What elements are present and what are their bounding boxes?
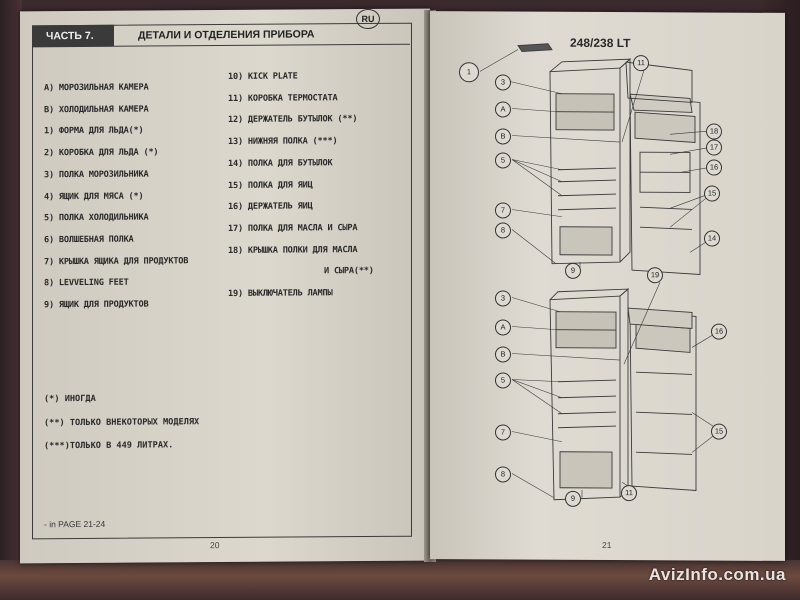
section-title: ДЕТАЛИ И ОТДЕЛЕНИЯ ПРИБОРА xyxy=(114,22,410,47)
parts-list-item: 17) ПОЛКА ДЛЯ МАСЛА И СЫРА xyxy=(228,222,358,234)
parts-list-item: 4) ЯЩИК ДЛЯ МЯСА (*) xyxy=(44,191,144,202)
parts-list-item: 13) НИЖНЯЯ ПОЛКА (***) xyxy=(228,136,338,148)
callout-17: 17 xyxy=(706,139,722,156)
parts-list-item: 15) ПОЛКА ДЛЯ ЯИЦ xyxy=(228,179,313,191)
ice-tray-shape xyxy=(517,43,553,53)
background-left xyxy=(0,0,22,600)
page-number-left: 20 xyxy=(210,540,220,551)
callout-5: 5 xyxy=(495,152,511,169)
parts-list-item: 6) ВОЛШЕБНАЯ ПОЛКА xyxy=(44,234,134,246)
callout-B: B xyxy=(495,128,511,145)
top-fridge-body xyxy=(549,67,621,265)
callout-3: 3 xyxy=(495,74,511,91)
footnote-item: (*) ИНОГДА xyxy=(44,393,96,405)
callout-1: 1 xyxy=(459,62,479,83)
callout-B: B xyxy=(495,346,511,363)
parts-list-item: 1) ФОРМА ДЛЯ ЛЬДА(*) xyxy=(44,125,144,137)
callout-15: 15 xyxy=(704,185,720,202)
callout-7: 7 xyxy=(495,424,511,441)
callout-16: 16 xyxy=(711,323,727,340)
parts-list-item: A) МОРОЗИЛЬНАЯ КАМЕРА xyxy=(44,82,149,94)
parts-list-item: 7) КРЫШКА ЯЩИКА ДЛЯ ПРОДУКТОВ xyxy=(44,255,189,267)
footnote-item: (***)ТОЛЬКО В 449 ЛИТРАХ. xyxy=(44,440,174,452)
callout-8: 8 xyxy=(495,222,511,239)
callout-11: 11 xyxy=(621,485,637,502)
callout-18: 18 xyxy=(706,123,722,140)
callout-A: A xyxy=(495,101,511,118)
page-number-right: 21 xyxy=(602,539,612,551)
callout-9: 9 xyxy=(565,262,581,279)
right-page: 248/238 LT xyxy=(430,11,785,561)
section-label: ЧАСТЬ 7. xyxy=(32,24,114,48)
callout-A: A xyxy=(495,319,511,336)
watermark: AvizInfo.com.ua xyxy=(648,565,786,584)
background-carpet xyxy=(0,560,800,600)
callout-8: 8 xyxy=(495,466,511,483)
parts-list-item: 3) ПОЛКА МОРОЗИЛЬНИКА xyxy=(44,169,149,181)
parts-list-item: 5) ПОЛКА ХОЛОДИЛЬНИКА xyxy=(44,212,149,224)
parts-list-item: 14) ПОЛКА ДЛЯ БУТЫЛОК xyxy=(228,158,333,169)
parts-list-item: B) ХОЛОДИЛЬНАЯ КАМЕРА xyxy=(44,104,149,115)
parts-list-item: И СЫРА(**) xyxy=(324,266,374,277)
parts-list-item: 16) ДЕРЖАТЕЛЬ ЯИЦ xyxy=(228,201,313,213)
parts-list-item: 10) KICK PLATE xyxy=(228,71,298,82)
callout-11: 11 xyxy=(633,55,649,72)
section-header: ЧАСТЬ 7. ДЕТАЛИ И ОТДЕЛЕНИЯ ПРИБОРА xyxy=(32,22,410,48)
callout-15: 15 xyxy=(711,423,727,440)
fridge-exploded-diagram xyxy=(479,43,721,501)
callout-3: 3 xyxy=(495,290,511,307)
callout-16: 16 xyxy=(706,159,722,176)
callout-19: 19 xyxy=(647,267,663,284)
footnote-item: (**) ТОЛЬКО ВНЕКОТОРЫХ МОДЕЛЯХ xyxy=(44,416,200,428)
parts-list-item: 9) ЯЩИК ДЛЯ ПРОДУКТОВ xyxy=(44,299,149,311)
parts-list-item: 2) КОРОБКА ДЛЯ ЛЬДА (*) xyxy=(44,147,159,159)
callout-9: 9 xyxy=(565,490,581,507)
parts-list-item: 12) ДЕРЖАТЕЛЬ БУТЫЛОК (**) xyxy=(228,114,358,126)
page-reference: - in PAGE 21-24 xyxy=(44,518,106,530)
callout-14: 14 xyxy=(704,230,720,247)
parts-list-item: 19) ВЫКЛЮЧАТЕЛЬ ЛАМПЫ xyxy=(228,288,333,299)
callout-5: 5 xyxy=(495,372,511,389)
parts-list-item: 8) LEVVELING FEET xyxy=(44,277,129,289)
callout-7: 7 xyxy=(495,202,511,219)
parts-list-item: 18) КРЫШКА ПОЛКИ ДЛЯ МАСЛА xyxy=(228,244,358,256)
left-page: RU ЧАСТЬ 7. ДЕТАЛИ И ОТДЕЛЕНИЯ ПРИБОРА A… xyxy=(20,8,430,564)
parts-list-item: 11) КОРОБКА ТЕРМОСТАТА xyxy=(228,92,338,104)
